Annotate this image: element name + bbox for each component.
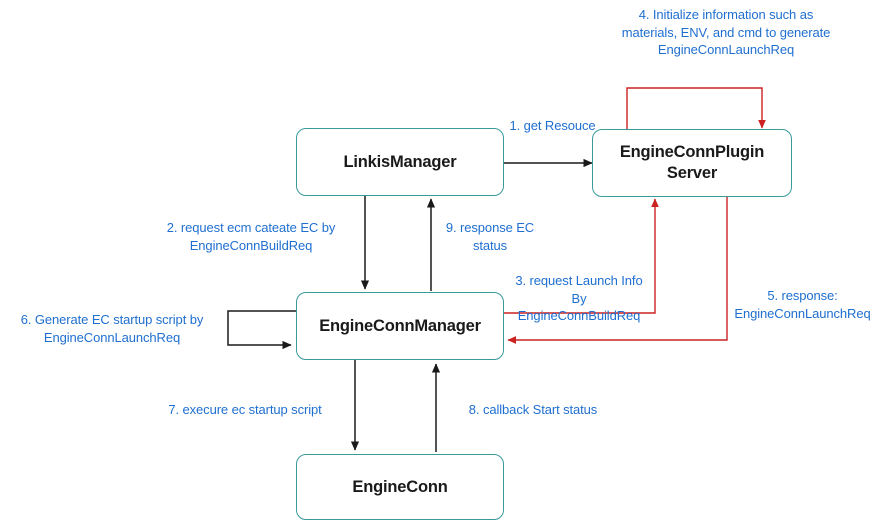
node-linkis-manager[interactable]: LinkisManager [296, 128, 504, 196]
edge-label-step-1: 1. get Resouce [509, 118, 596, 133]
edge-label-step-7: 7. execure ec startup script [168, 402, 322, 417]
edge-label-step-6: 6. Generate EC startup script by EngineC… [20, 312, 204, 345]
edge-label-step-5: 5. response: EngineConnLaunchReq [734, 288, 871, 321]
node-linkis-manager-label: LinkisManager [343, 152, 457, 171]
edge-label-step-2: 2. request ecm cateate EC by EngineConnB… [166, 220, 336, 253]
node-engine-conn-manager[interactable]: EngineConnManager [296, 292, 504, 360]
edge-step-4-arrow [626, 87, 766, 131]
node-engine-conn[interactable]: EngineConn [296, 454, 504, 520]
node-engine-conn-plugin-server-label: EngineConnPlugin Server [619, 143, 765, 182]
node-engine-conn-label: EngineConn [352, 477, 448, 496]
edge-label-step-4: 4. Initialize information such as materi… [621, 7, 831, 58]
edge-label-step-3: 3. request Launch Info By EngineConnBuil… [515, 273, 643, 324]
edge-label-step-8: 8. callback Start status [468, 402, 598, 417]
node-engine-conn-plugin-server[interactable]: EngineConnPlugin Server [592, 129, 792, 197]
edge-step-6-arrow [227, 310, 296, 350]
edge-label-step-9: 9. response EC status [445, 220, 535, 253]
node-engine-conn-manager-label: EngineConnManager [319, 316, 481, 335]
